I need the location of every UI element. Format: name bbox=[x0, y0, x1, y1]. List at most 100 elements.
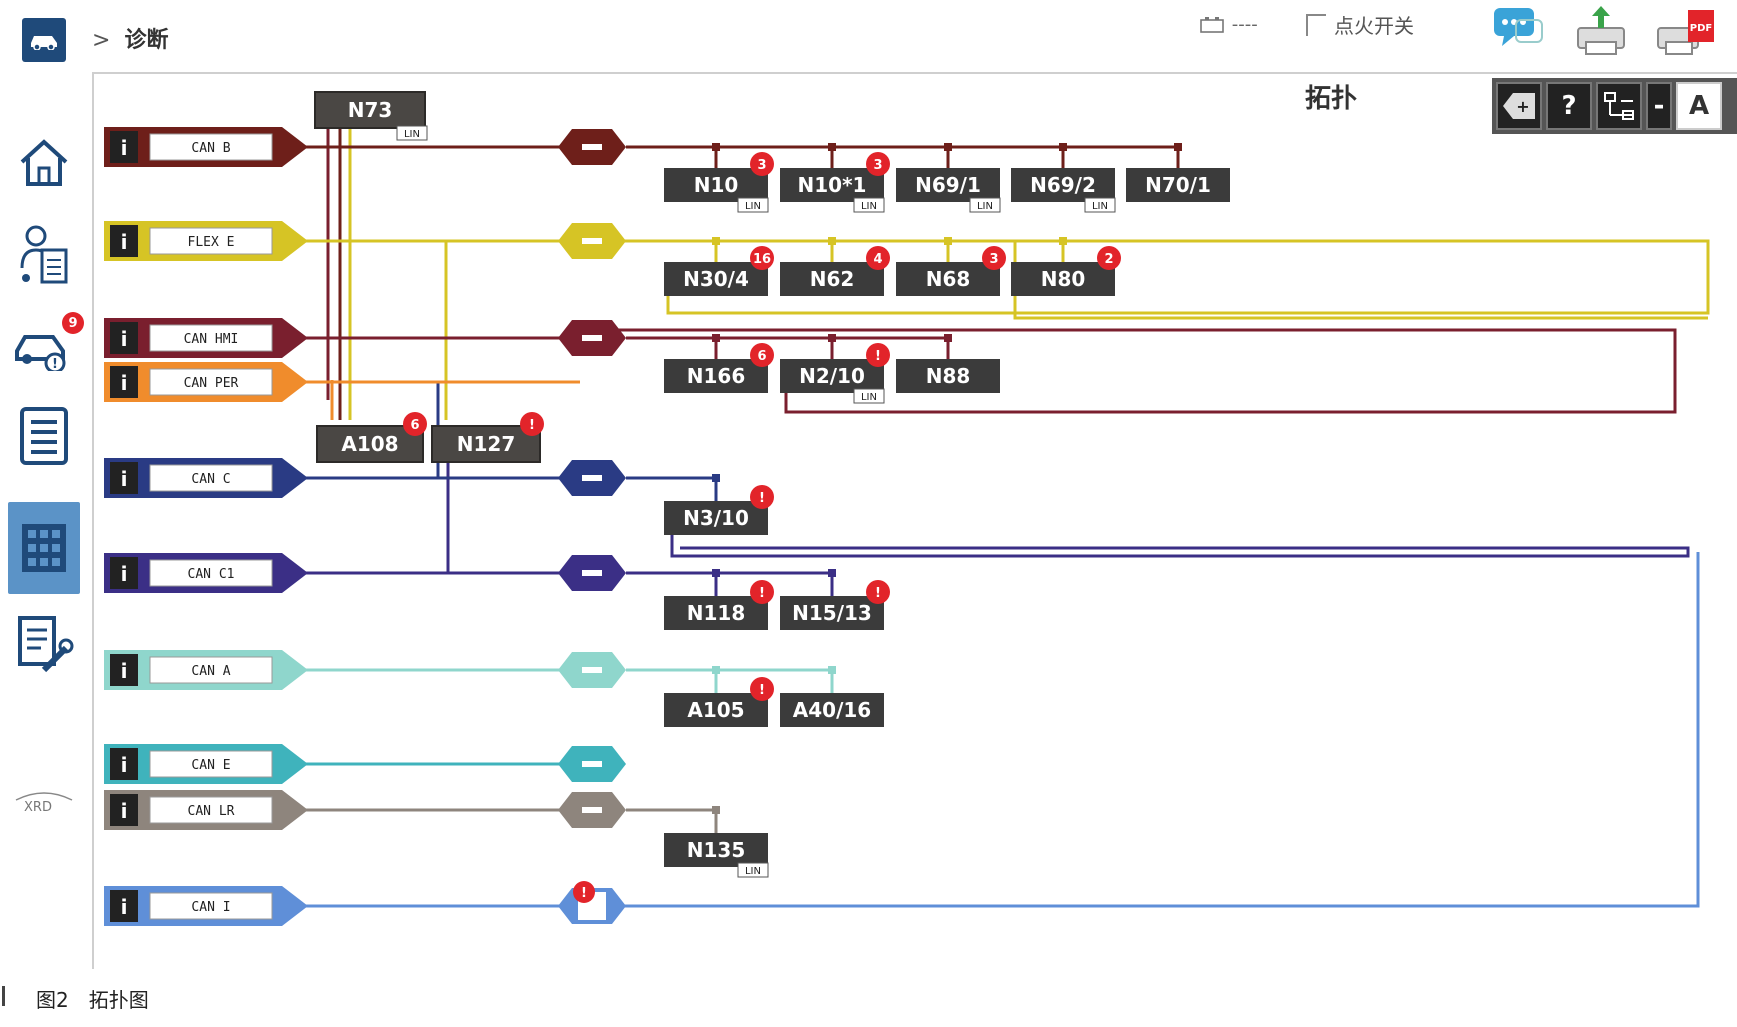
ecu-a40-16[interactable]: A40/16 bbox=[780, 693, 884, 727]
bus-can_per: i CAN PER bbox=[104, 362, 580, 402]
chat-button[interactable] bbox=[1490, 2, 1546, 58]
gateway-n127[interactable]: N127! bbox=[431, 412, 544, 463]
back-add-button[interactable]: + bbox=[1496, 82, 1542, 130]
ignition-status[interactable]: 点火开关 bbox=[1306, 10, 1414, 39]
help-button[interactable]: ? bbox=[1546, 82, 1592, 130]
ecu-n118[interactable]: N118! bbox=[664, 580, 774, 630]
vehicle-button[interactable] bbox=[22, 18, 66, 62]
bus-label: CAN PER bbox=[184, 376, 239, 391]
bus-gateway-toggle[interactable] bbox=[558, 652, 626, 688]
bus-label: CAN C1 bbox=[188, 567, 235, 582]
collapse-icon bbox=[582, 761, 602, 767]
info-icon: i bbox=[121, 659, 128, 683]
ecu-label: N70/1 bbox=[1145, 173, 1211, 197]
dtc-badge bbox=[866, 343, 890, 367]
bus-gateway-toggle[interactable] bbox=[558, 792, 626, 828]
font-size-button[interactable]: A bbox=[1676, 82, 1722, 130]
sidebar-item-topology[interactable] bbox=[8, 502, 80, 594]
dtc-badge bbox=[403, 412, 427, 436]
bus-gateway-toggle[interactable] bbox=[558, 223, 626, 259]
ecu-n70-1[interactable]: N70/1 bbox=[1126, 168, 1230, 202]
print-upload-button[interactable] bbox=[1572, 2, 1628, 58]
sidebar-item-home[interactable] bbox=[8, 126, 80, 198]
help-icon: ? bbox=[1561, 91, 1577, 121]
gateway-badge bbox=[573, 881, 595, 903]
sidebar-item-vehicle-faults[interactable]: ! 9 bbox=[8, 310, 84, 382]
dtc-badge bbox=[750, 485, 774, 509]
ecu-n88[interactable]: N88 bbox=[896, 359, 1000, 393]
fault-count-badge: 9 bbox=[62, 312, 84, 334]
info-icon: i bbox=[121, 467, 128, 491]
sidebar-item-service[interactable] bbox=[8, 610, 80, 682]
info-button[interactable]: i bbox=[110, 557, 138, 589]
dtc-badge-text: ! bbox=[875, 349, 881, 364]
collapse-icon bbox=[582, 807, 602, 813]
info-button[interactable]: i bbox=[110, 225, 138, 257]
ecu-label: N3/10 bbox=[683, 506, 749, 530]
page-title: 拓扑 bbox=[1305, 84, 1358, 114]
chevron-right-icon: > bbox=[92, 28, 111, 53]
bus-label-box bbox=[149, 368, 273, 396]
collapse-icon bbox=[582, 475, 602, 481]
zoom-out-button[interactable]: - bbox=[1646, 82, 1672, 130]
bus-gateway-toggle[interactable] bbox=[558, 320, 626, 356]
ecu-box bbox=[896, 359, 1000, 393]
ignition-checkbox[interactable] bbox=[1306, 13, 1326, 36]
topology-toolbar: + ? - A bbox=[1492, 78, 1737, 134]
tree-view-button[interactable] bbox=[1596, 82, 1642, 130]
info-button[interactable]: i bbox=[110, 131, 138, 163]
sidebar-item-list[interactable] bbox=[8, 400, 80, 472]
pdf-button[interactable]: PDF bbox=[1656, 2, 1714, 58]
breadcrumb-current[interactable]: 诊断 bbox=[124, 28, 169, 53]
bus-gateway-toggle[interactable]: +! bbox=[558, 881, 626, 924]
ecu-n3-10[interactable]: N3/10! bbox=[664, 485, 774, 535]
dtc-badge bbox=[750, 246, 774, 270]
ecu-a105[interactable]: A105! bbox=[664, 677, 774, 727]
info-button[interactable]: i bbox=[110, 462, 138, 494]
info-button[interactable]: i bbox=[110, 794, 138, 826]
sidebar-item-diagnosis[interactable] bbox=[8, 220, 80, 292]
dtc-badge-text: 3 bbox=[873, 158, 882, 173]
gateway-box bbox=[316, 425, 424, 463]
bus-can_c1: i CAN C1 N118!N15/13! bbox=[104, 553, 890, 630]
bus-label-box bbox=[149, 324, 273, 352]
info-button[interactable]: i bbox=[110, 654, 138, 686]
dtc-badge-text: 16 bbox=[753, 252, 771, 267]
info-button[interactable]: i bbox=[110, 748, 138, 780]
gateway-label: N73 bbox=[348, 98, 393, 122]
ecu-label: N10 bbox=[694, 173, 739, 197]
ecu-n30-4[interactable]: N30/416 bbox=[664, 246, 774, 296]
bus-gateway-toggle[interactable] bbox=[558, 555, 626, 591]
gateway-badge-text: ! bbox=[581, 886, 587, 901]
info-icon: i bbox=[121, 136, 128, 160]
document-wrench-icon bbox=[18, 616, 74, 673]
bus-gateway-toggle[interactable] bbox=[558, 746, 626, 782]
info-button[interactable]: i bbox=[110, 322, 138, 354]
ecu-n15-13[interactable]: N15/13! bbox=[780, 580, 890, 630]
bus-gateway-toggle[interactable] bbox=[558, 460, 626, 496]
ecu-box bbox=[780, 168, 884, 202]
ecu-label: A40/16 bbox=[793, 698, 871, 722]
printer-pdf-icon: PDF bbox=[1657, 10, 1714, 55]
info-button[interactable]: i bbox=[110, 890, 138, 922]
bus-gateway-toggle[interactable] bbox=[558, 129, 626, 165]
info-button-bg bbox=[110, 748, 138, 780]
ecu-label: N15/13 bbox=[792, 601, 872, 625]
info-button[interactable]: i bbox=[110, 366, 138, 398]
info-icon: i bbox=[121, 753, 128, 777]
